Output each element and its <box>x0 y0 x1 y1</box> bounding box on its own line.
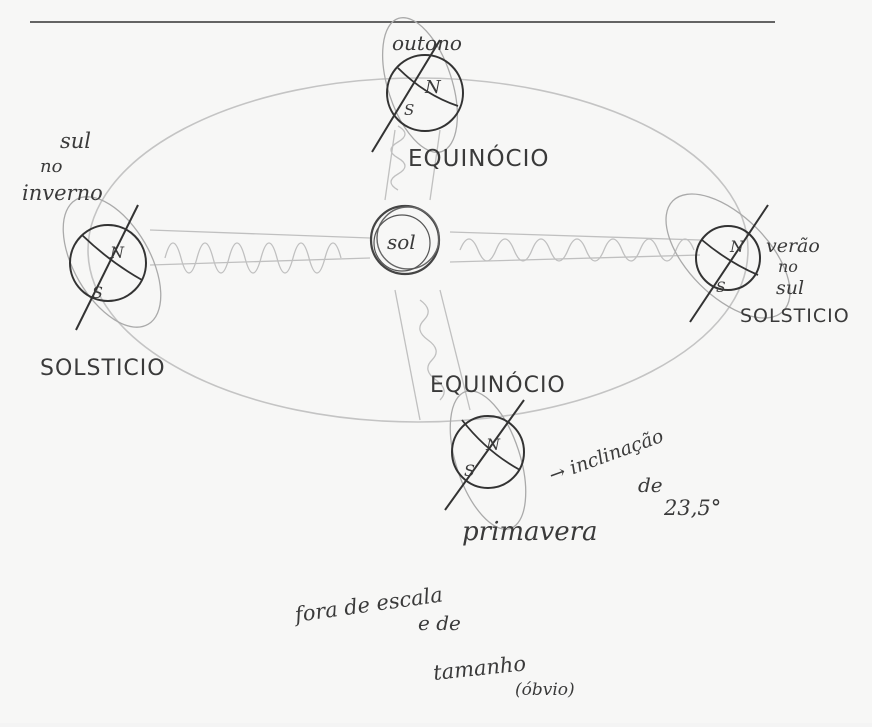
scale-note: fora de escala e de tamanho (óbvio) <box>291 582 574 700</box>
earth-top-orbit-ring <box>382 17 458 153</box>
earth-bottom-globe <box>451 415 525 489</box>
tilt-annotation: → inclinação de 23,5° <box>546 425 721 520</box>
earth-top-axis <box>371 39 441 153</box>
sun-rays <box>149 125 701 421</box>
summer-south-line-2: no <box>778 257 798 276</box>
sun-label: sol <box>387 230 416 254</box>
south-winter-line-3: inverno <box>22 181 103 205</box>
earth-bottom-north: N <box>485 435 501 454</box>
note-line-2: e de <box>418 611 461 635</box>
equinox-bottom-label: EQUINÓCIO <box>430 372 566 398</box>
south-winter-line-1: sul <box>60 129 91 153</box>
earth-top-globe <box>386 54 464 132</box>
earth-right-terminator <box>701 239 759 276</box>
ray-up-right <box>429 129 441 201</box>
earth-right: N S verão no sul SOLSTICIO <box>665 193 850 327</box>
earth-left: N S sul no inverno SOLSTICIO <box>22 129 166 381</box>
tilt-de-label: de <box>638 473 663 497</box>
note-line-4: (óbvio) <box>515 680 575 700</box>
note-line-3: tamanho <box>432 651 527 685</box>
ray-right-top <box>449 231 701 241</box>
ray-down-left <box>394 289 421 421</box>
earth-left-axis <box>75 204 139 331</box>
sun: sol <box>369 204 441 276</box>
earth-top-terminator <box>397 67 459 107</box>
earth-right-south: S <box>716 280 726 296</box>
earth-top-south: S <box>404 101 414 119</box>
earth-top-north: N <box>424 77 442 98</box>
spring-label: primavera <box>462 517 598 547</box>
earth-right-axis <box>689 204 769 323</box>
autumn-label: outono <box>392 31 462 55</box>
equinox-top-label: EQUINÓCIO <box>408 144 550 172</box>
ray-left-top <box>149 229 371 239</box>
earth-bottom-axis <box>444 399 525 511</box>
tilt-value-label: 23,5° <box>663 496 721 520</box>
solstice-right-label: SOLSTICIO <box>740 305 850 327</box>
summer-south-line-3: sul <box>776 277 804 299</box>
solstice-left-label: SOLSTICIO <box>40 356 166 381</box>
ray-up-left <box>384 129 396 201</box>
earth-left-terminator <box>81 234 143 281</box>
earth-right-north: N <box>729 237 745 256</box>
ray-wave-right <box>459 238 695 262</box>
ray-right-bottom <box>449 254 701 263</box>
south-winter-line-2: no <box>40 156 63 177</box>
earth-left-north: N <box>109 243 125 262</box>
earth-right-orbit-ring <box>665 193 791 319</box>
ray-down-right <box>439 289 471 411</box>
earth-top: N S outono EQUINÓCIO <box>371 17 550 172</box>
earth-left-orbit-ring <box>62 196 162 328</box>
earth-right-globe <box>695 225 761 291</box>
earth-bottom-orbit-ring <box>449 390 527 530</box>
earth-bottom-south: S <box>464 461 475 480</box>
summer-south-line-1: verão <box>766 235 820 257</box>
ray-wave-up <box>390 125 406 191</box>
earth-left-globe <box>69 224 147 302</box>
ray-wave-left <box>164 242 342 274</box>
earth-bottom: N S EQUINÓCIO primavera <box>430 372 598 547</box>
ray-wave-down <box>419 299 445 401</box>
earth-bottom-terminator <box>461 419 521 471</box>
earth-left-south: S <box>92 283 103 302</box>
